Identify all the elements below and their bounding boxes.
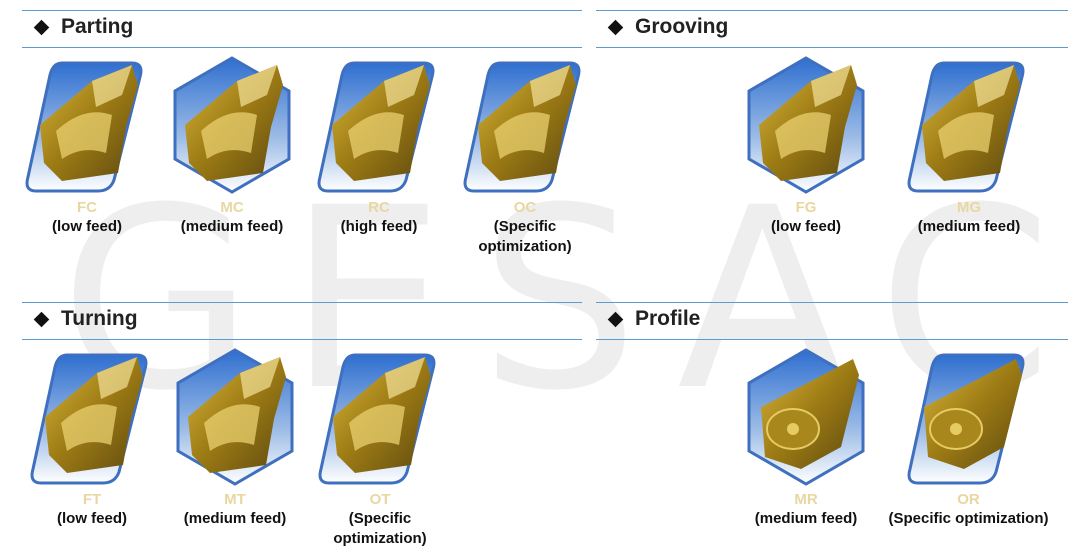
insert-code: MR xyxy=(794,491,818,508)
insert-description: (low feed) xyxy=(52,218,122,235)
insert-code: MG xyxy=(956,199,982,216)
section-title: Turning xyxy=(33,307,138,331)
section-profile: Profile MR (medium feed) OR (Specific op… xyxy=(596,302,1068,559)
insert-description: (medium feed) xyxy=(180,218,284,235)
profile-insert-mr-icon xyxy=(741,347,871,487)
section-title: Parting xyxy=(33,15,134,39)
turning-insert-mt-icon xyxy=(170,347,300,487)
section-grooving: Grooving FG (low feed) MG (medium feed) xyxy=(596,10,1068,280)
insert-card-mr: MR (medium feed) xyxy=(741,347,871,529)
diamond-bullet-icon xyxy=(33,19,50,35)
insert-code: FC xyxy=(77,199,97,216)
insert-code: OC xyxy=(513,199,537,216)
insert-description: (medium feed) xyxy=(183,510,287,527)
parting-insert-fc-icon xyxy=(22,55,152,195)
insert-card-fg: FG (low feed) xyxy=(741,55,871,237)
insert-description: (low feed) xyxy=(771,218,841,235)
parting-insert-oc-icon xyxy=(460,55,590,195)
turning-insert-ot-icon xyxy=(315,347,445,487)
diamond-bullet-icon xyxy=(607,311,624,327)
section-turning: Turning FT (low feed) MT (medium feed) O… xyxy=(22,302,582,559)
profile-insert-or-icon xyxy=(904,347,1034,487)
insert-description: (medium feed) xyxy=(917,218,1021,235)
insert-code: MC xyxy=(220,199,244,216)
section-title-text: Profile xyxy=(635,307,701,330)
grooving-insert-fg-icon xyxy=(741,55,871,195)
turning-insert-ft-icon xyxy=(27,347,157,487)
section-title: Grooving xyxy=(607,15,729,39)
parting-insert-mc-icon xyxy=(167,55,297,195)
section-title: Profile xyxy=(607,307,701,331)
insert-card-rc: RC (high feed) xyxy=(314,55,444,237)
insert-card-fc: FC (low feed) xyxy=(22,55,152,237)
section-header: Profile xyxy=(596,302,1068,340)
insert-description: (Specific optimization) xyxy=(888,510,1049,527)
section-parting: Parting FC (low feed) MC (medium feed) R… xyxy=(22,10,582,280)
insert-code: OT xyxy=(369,491,391,508)
grooving-insert-mg-icon xyxy=(904,55,1034,195)
section-header: Parting xyxy=(22,10,582,48)
section-header: Turning xyxy=(22,302,582,340)
insert-code: OR xyxy=(957,491,980,508)
insert-card-ft: FT (low feed) xyxy=(27,347,157,529)
insert-code: FG xyxy=(795,199,817,216)
section-title-text: Turning xyxy=(61,307,138,330)
insert-description: (high feed) xyxy=(340,218,418,235)
insert-card-or: OR (Specific optimization) xyxy=(886,347,1051,529)
insert-code: RC xyxy=(368,199,390,216)
diamond-bullet-icon xyxy=(607,19,624,35)
section-title-text: Grooving xyxy=(635,15,729,38)
insert-card-mt: MT (medium feed) xyxy=(170,347,300,529)
parting-insert-rc-icon xyxy=(314,55,444,195)
section-header: Grooving xyxy=(596,10,1068,48)
insert-card-mc: MC (medium feed) xyxy=(167,55,297,237)
diamond-bullet-icon xyxy=(33,311,50,327)
insert-code: MT xyxy=(224,491,246,508)
section-title-text: Parting xyxy=(61,15,134,38)
insert-description: (low feed) xyxy=(57,510,127,527)
insert-card-mg: MG (medium feed) xyxy=(904,55,1034,237)
insert-description: (medium feed) xyxy=(754,510,858,527)
insert-code: FT xyxy=(82,491,102,508)
